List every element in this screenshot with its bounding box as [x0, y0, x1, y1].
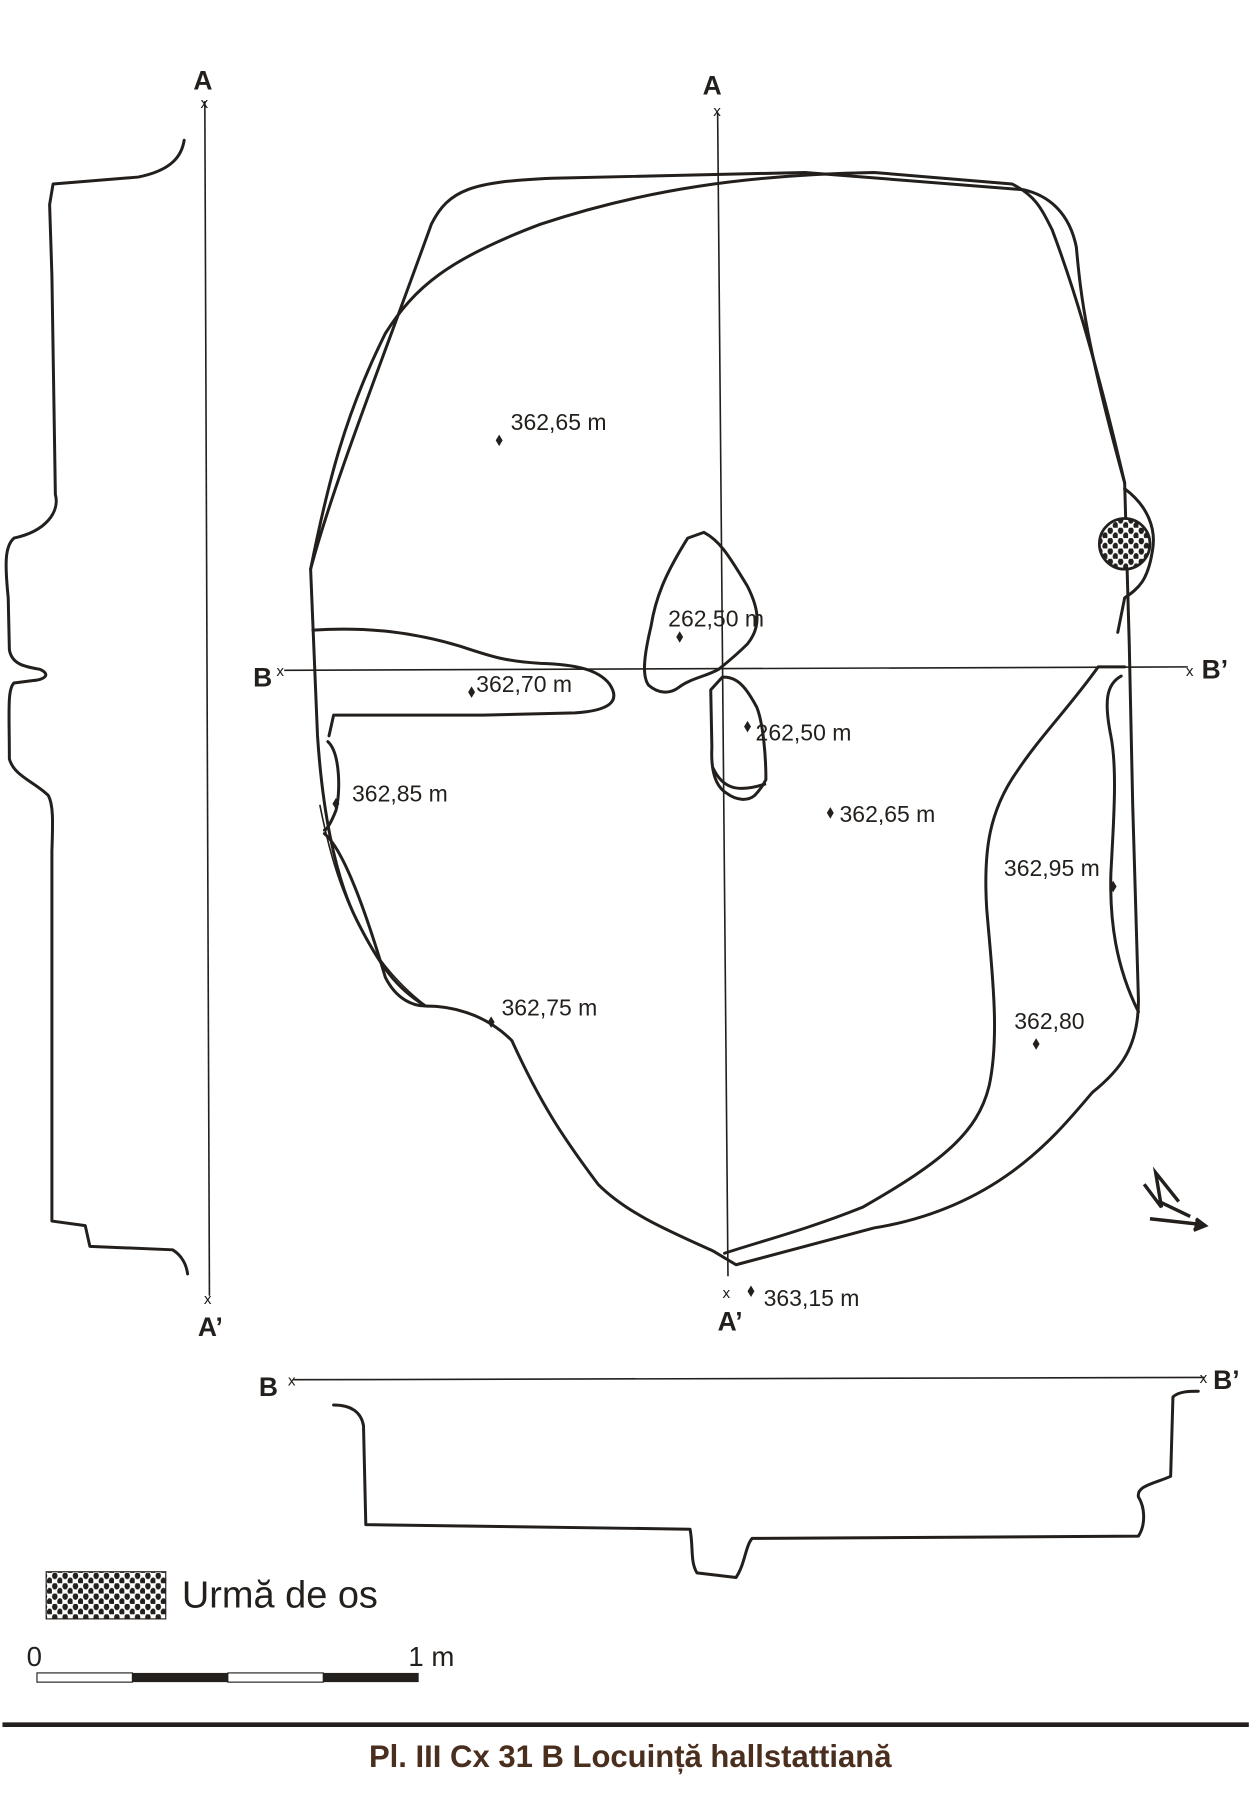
axis-label-a-left: A [193, 66, 212, 96]
svg-text:362,65 m: 362,65 m [511, 409, 607, 435]
axis-mark-b-section: x [288, 1373, 296, 1389]
axis-mark-b-prime-section: x [1199, 1371, 1207, 1387]
svg-text:362,80: 362,80 [1014, 1008, 1084, 1034]
outer-contour [309, 170, 1140, 1267]
svg-text:362,95 m: 362,95 m [1004, 855, 1100, 881]
axis-label-b-plan: B [253, 662, 272, 692]
bone-trace-marker [1097, 517, 1152, 571]
elevation-point: 262,50 m [668, 606, 764, 643]
axis-label-a-prime-plan: A’ [718, 1306, 743, 1336]
axis-mark-a-plan: x [713, 104, 721, 120]
elevation-point: 362,85 m [332, 780, 448, 810]
dwelling-plan: A x x A’ B x x B’ [253, 70, 1228, 1336]
central-pit-south [709, 675, 768, 801]
axis-mark-a-prime-plan: x [722, 1286, 730, 1302]
axis-label-b-prime-section: B’ [1213, 1365, 1239, 1395]
scale-start-label: 0 [27, 1641, 42, 1672]
elevation-point: 262,50 m [744, 719, 851, 745]
elevation-point: 362,65 m [495, 409, 607, 447]
legend: Urmă de os [45, 1571, 378, 1620]
elevation-point: 362,80 [1014, 1008, 1085, 1050]
plate-title: Pl. III Cx 31 B Locuință hallstattiană [369, 1739, 892, 1774]
axis-mark-b-prime-plan: x [1186, 664, 1194, 680]
bone-lens [1116, 487, 1155, 634]
axis-label-a-prime-left: A’ [198, 1312, 223, 1342]
elevation-point: 362,95 m [1004, 855, 1117, 893]
elevation-point: 362,75 m [487, 994, 597, 1028]
svg-text:262,50 m: 262,50 m [756, 719, 852, 745]
north-arrow-icon [1142, 1166, 1209, 1232]
scale-bar: 0 1 m [27, 1641, 454, 1683]
axis-label-b-prime-plan: B’ [1202, 654, 1228, 684]
elevation-point: 362,65 m [826, 801, 936, 827]
left-lens-long [322, 832, 428, 1008]
elevation-point: 362,70 m [468, 671, 572, 698]
axis-mark-a-prime-left: x [204, 1292, 212, 1308]
elevation-points: 362,65 m 262,50 m 362,70 m 262,50 m 362,… [332, 409, 1117, 1311]
scale-end-label: 1 m [408, 1641, 454, 1672]
axis-mark-b-plan: x [276, 664, 284, 680]
svg-text:262,50 m: 262,50 m [668, 606, 764, 632]
section-a-profile: A x x A’ [4, 66, 223, 1342]
right-fill-area [723, 665, 1127, 1255]
axis-label-a-plan: A [703, 70, 722, 100]
svg-text:362,75 m: 362,75 m [501, 994, 597, 1020]
section-b-profile: B x x B’ [259, 1365, 1240, 1579]
central-pit-north [643, 530, 759, 694]
inner-contour [309, 170, 1127, 571]
svg-text:363,15 m: 363,15 m [764, 1285, 860, 1311]
left-lens-small [322, 740, 341, 832]
left-strip [311, 627, 616, 738]
bone-pattern-swatch [45, 1571, 167, 1620]
right-lens [1105, 674, 1140, 1014]
elevation-point: 363,15 m [747, 1285, 860, 1311]
svg-text:362,85 m: 362,85 m [352, 780, 448, 806]
axis-label-b-section: B [259, 1372, 278, 1402]
legend-bone-label: Urmă de os [182, 1574, 378, 1616]
svg-text:362,70 m: 362,70 m [476, 671, 572, 697]
svg-text:362,65 m: 362,65 m [840, 801, 936, 827]
axis-mark-a-left: x [200, 96, 208, 112]
